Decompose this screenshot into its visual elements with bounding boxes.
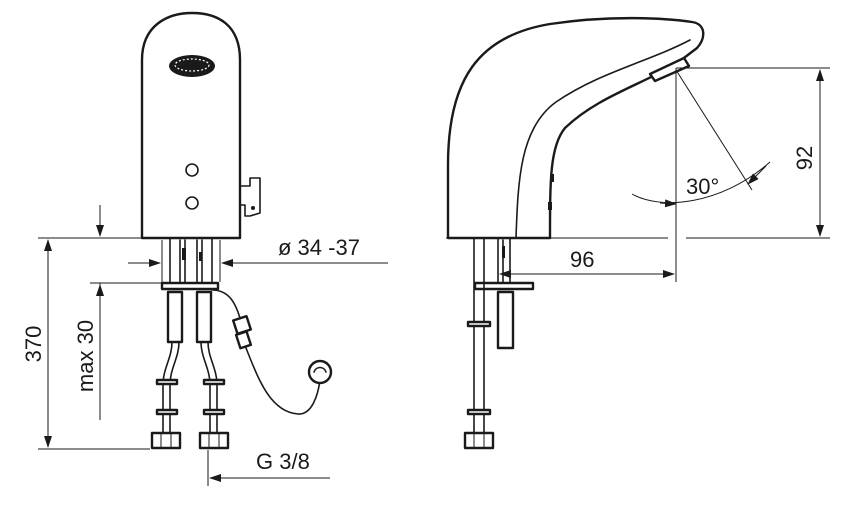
front-faucet-body [140, 11, 242, 240]
side-shank [497, 237, 511, 284]
front-connector-nut-left [150, 431, 182, 450]
side-spout-contour [515, 39, 691, 239]
side-dimensions: 92 96 30° [446, 67, 830, 282]
dim-label-max-30: max 30 [73, 320, 98, 392]
front-sensor-top [185, 163, 199, 177]
dim-label-thread: G 3/8 [256, 449, 310, 474]
front-connector-nut-right [198, 431, 230, 450]
side-sensor-top [550, 174, 554, 182]
dim-label-370: 370 [21, 326, 46, 363]
front-mounting-plate [160, 281, 220, 291]
front-view [140, 11, 333, 450]
angle-ray [675, 69, 753, 191]
front-cable-plug [231, 314, 253, 350]
dim-label-hole-diameter: ø 34 -37 [278, 235, 360, 260]
front-dimensions: 370 max 30 ø 34 -37 G 3/8 [21, 205, 388, 486]
front-nut-left [166, 290, 184, 344]
side-nut-block [496, 290, 515, 350]
side-view [446, 16, 705, 450]
dim-label-92: 92 [792, 146, 817, 170]
side-inlet-hose [466, 237, 492, 434]
front-side-lever [239, 177, 261, 217]
side-connector-nut [463, 431, 495, 450]
front-hoses [155, 341, 226, 434]
front-shank [169, 237, 213, 284]
dim-label-angle: 30° [686, 174, 719, 199]
side-sensor-bottom [548, 202, 552, 210]
front-sensor-cable [211, 289, 241, 319]
side-faucet-body [446, 16, 705, 240]
side-mounting-plate [473, 281, 535, 291]
side-aerator [648, 56, 691, 83]
dim-label-96: 96 [570, 247, 594, 272]
front-nut-right [195, 290, 213, 344]
front-sensor-bottom [185, 196, 199, 210]
front-battery-cap [307, 359, 333, 385]
